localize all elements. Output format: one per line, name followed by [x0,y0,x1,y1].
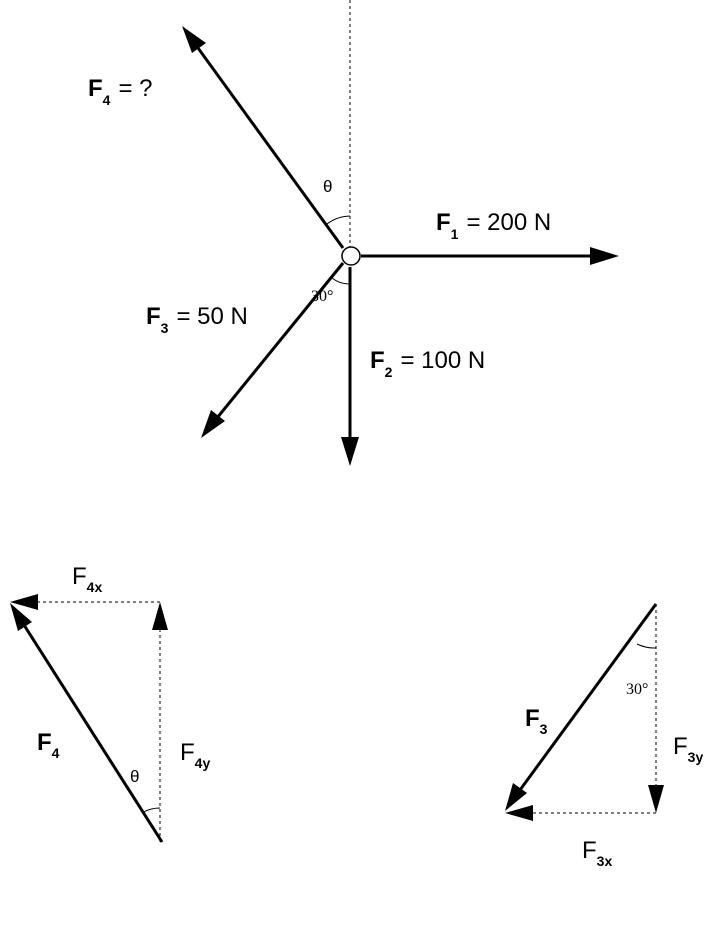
f1-label-symbol: F [436,209,451,236]
f4-label-value: = ? [118,75,152,102]
f4y-label: F4y [180,739,210,771]
free-body-diagram: F4= ? F1= 200 N F3= 50 N F2= 100 N θ 30° [88,0,619,466]
f3-thirty-degree-arc [636,643,657,649]
f1-label-value: = 200 N [466,209,551,236]
f4-label: F4 = ? [88,75,153,108]
f4y-label-symbol: F [180,739,195,766]
f3x-label: F3x [582,837,612,869]
f3-arrowhead [201,410,225,438]
thirty-degree-label: 30° [311,288,333,305]
f3-resultant-shaft [518,603,658,791]
f4x-label-subscript: 4x [87,579,103,595]
f2-label-symbol: F [370,347,385,374]
f4y-label-subscript: 4y [195,755,211,771]
f1-label-subscript: 1 [451,226,459,242]
f4-vector-label: F4 [37,729,60,761]
f2-label-value: = 100 N [400,347,485,374]
f4y-arrowhead [152,602,168,630]
f3x-label-symbol: F [582,837,597,864]
f3-label-symbol: F [146,303,161,330]
f4-vector-label-subscript: 4 [52,745,60,761]
f1-arrowhead [590,247,619,265]
f3y-label-symbol: F [673,733,688,760]
f4x-label: F4x [72,563,102,595]
f4-theta-arc [141,807,161,814]
f4-resultant-shaft [22,624,164,843]
f3x-arrowhead [505,805,533,821]
f3-label-value: = 50 N [176,303,247,330]
f4x-label-symbol: F [72,563,87,590]
f3y-arrowhead [648,785,664,813]
f4-component-triangle: F4x F4y F4 θ [10,563,210,843]
f3-component-triangle: F3 F3y F3x 30° [505,603,703,869]
f3-resultant-arrowhead [505,783,527,811]
f4-label-subscript: 4 [103,92,111,108]
theta-angle-arc [326,215,351,225]
f3-arrow-shaft [215,262,345,419]
f3-label-subscript: 3 [161,320,169,336]
f3-vector-label-symbol: F [525,705,540,732]
f3y-label-subscript: 3y [688,749,704,765]
f4-arrowhead [182,26,206,53]
f3-thirty-degree-label: 30° [626,681,648,698]
f2-label-subscript: 2 [385,364,393,380]
f3-vector-label-subscript: 3 [540,721,548,737]
f4x-arrowhead [10,594,38,610]
f4-theta-label: θ [130,767,139,786]
f1-label: F1 = 200 N [436,209,551,242]
f3x-label-subscript: 3x [597,853,613,869]
f3y-label: F3y [673,733,703,765]
origin-point [341,246,361,266]
f3-label: F3 = 50 N [146,303,248,336]
f4-arrow-shaft [196,47,345,249]
f2-label: F2 = 100 N [370,347,485,380]
f3-vector-label: F3 [525,705,548,737]
f4-resultant-arrowhead [10,603,32,631]
thirty-degree-angle-arc [331,277,351,285]
f4-label-symbol: F [88,75,103,102]
theta-label: θ [323,177,332,196]
f2-arrowhead [341,437,359,466]
f4-vector-label-symbol: F [37,729,52,756]
